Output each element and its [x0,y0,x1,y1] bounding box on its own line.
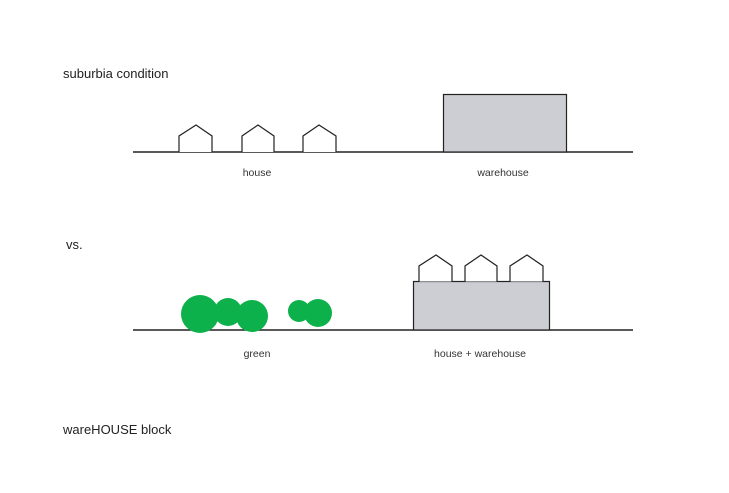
warehouse-block-scenario [133,254,633,333]
house-icon [464,254,498,282]
house-icon [241,124,275,152]
warehouse-block [442,93,568,153]
tree-circle [236,300,268,332]
green-trees [181,295,332,333]
heading-suburbia: suburbia condition [63,66,169,81]
house-icon [178,124,213,152]
heading-block: wareHOUSE block [63,422,172,437]
house-icon [418,254,453,282]
tree-circle [214,298,242,326]
label-green: green [243,348,271,360]
heading-vs: vs. [66,237,83,252]
label-house: house [242,167,272,179]
label-house-warehouse: house + warehouse [434,348,526,360]
house-icon [509,254,544,282]
warehouse-block [412,280,551,331]
tree-circle [181,295,219,333]
house-icon [302,124,337,152]
tree-circle [304,299,332,327]
label-warehouse: warehouse [477,167,529,179]
suburbia-scenario [133,93,633,153]
